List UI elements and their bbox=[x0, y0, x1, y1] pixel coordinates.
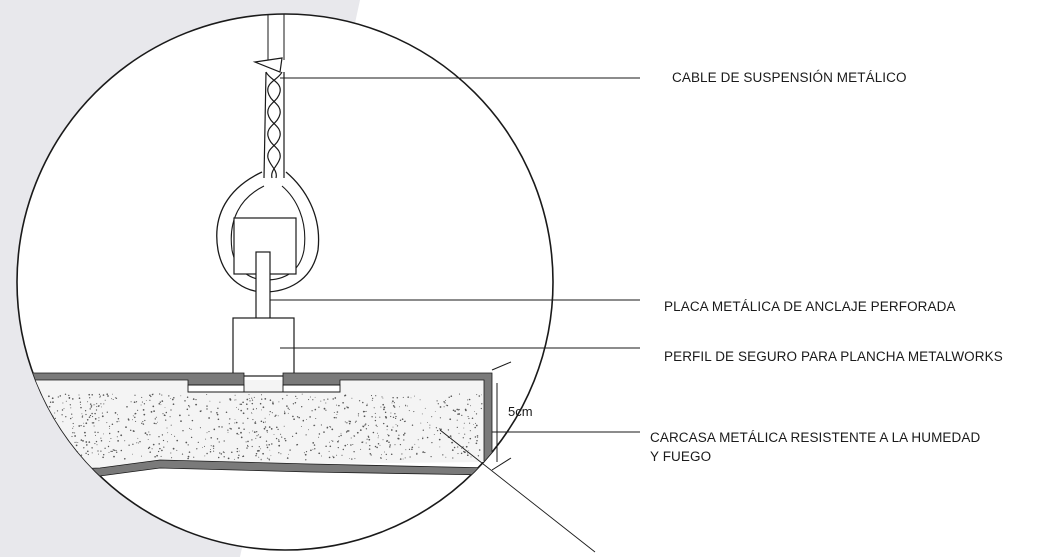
panel-core bbox=[30, 380, 484, 470]
anchor-plate bbox=[255, 251, 271, 329]
callout-casing-line1: CARCASA METÁLICA RESISTENTE A LA HUMEDAD bbox=[650, 430, 981, 445]
profile-seat bbox=[187, 384, 341, 393]
dimension-marker bbox=[491, 361, 512, 471]
safety-profile-block bbox=[232, 317, 295, 377]
dimension-label: 5cm bbox=[508, 404, 533, 419]
leader-core bbox=[439, 429, 596, 553]
callout-cable: CABLE DE SUSPENSIÓN METÁLICO bbox=[672, 70, 907, 85]
callout-plate: PLACA METÁLICA DE ANCLAJE PERFORADA bbox=[664, 299, 956, 314]
callout-casing-line2: Y FUEGO bbox=[650, 449, 712, 464]
leader-lines bbox=[270, 77, 640, 553]
core-speckle-texture bbox=[31, 393, 483, 461]
callout-profile: PERFIL DE SEGURO PARA PLANCHA METALWORKS bbox=[664, 349, 1003, 364]
twisted-cable bbox=[252, 57, 285, 179]
